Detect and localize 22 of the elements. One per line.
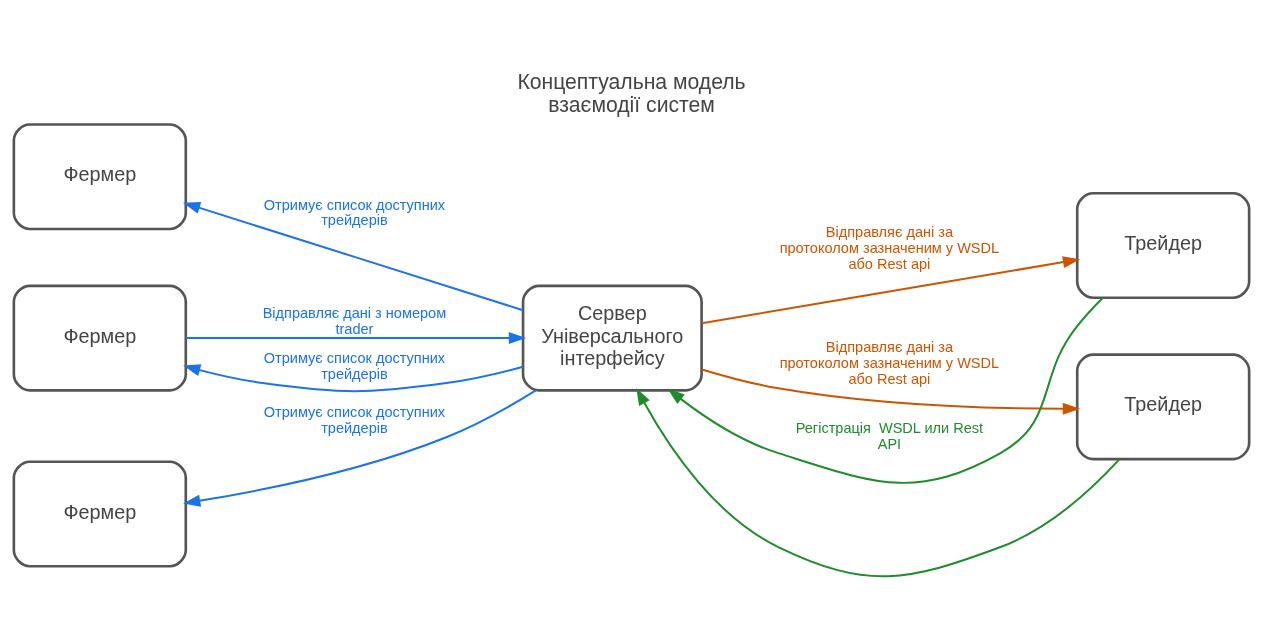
edge-label: Відправляє дані за протоколом зазначеним у WSDL або Rest api bbox=[779, 339, 1000, 388]
edge-label: Регістрація WSDL или Rest API bbox=[795, 420, 984, 452]
node-box: Сервер Універсального інтерфейсу bbox=[521, 284, 703, 392]
edge-label: Отримує список доступних трейдерів bbox=[263, 349, 446, 382]
arrow bbox=[183, 389, 537, 507]
node-box: Трейдер bbox=[1075, 353, 1251, 461]
node-box: Фермер bbox=[12, 123, 188, 231]
arrow bbox=[184, 332, 527, 345]
edge-label: Отримує список доступних трейдерів bbox=[263, 196, 446, 229]
node-box: Фермер bbox=[12, 284, 188, 392]
node-box: Трейдер bbox=[1075, 191, 1251, 300]
arrow bbox=[700, 256, 1081, 325]
edge-label: Відправляє дані з номером trader bbox=[262, 304, 447, 337]
edge-label: Відправляє дані за протоколом зазначеним у WSDL або Rest api bbox=[779, 224, 1000, 273]
node-box: Фермер bbox=[12, 460, 188, 568]
arrow bbox=[636, 387, 1121, 578]
arrow bbox=[667, 296, 1104, 484]
arrow bbox=[183, 364, 524, 393]
diagram-title: Концептуальна модель взаємодії систем bbox=[517, 69, 746, 117]
edge-label: Отримує список доступних трейдерів bbox=[263, 404, 446, 437]
arrow bbox=[183, 202, 525, 312]
arrow bbox=[701, 368, 1080, 415]
